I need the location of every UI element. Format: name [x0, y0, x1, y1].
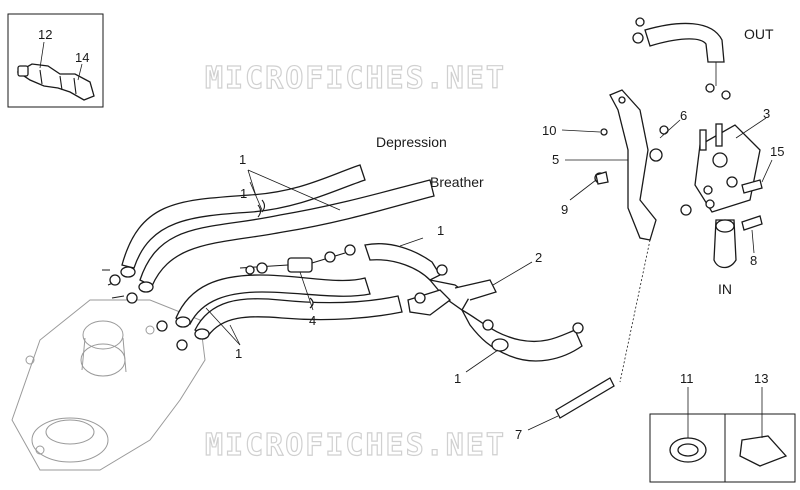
rod-and-reference [527, 239, 651, 431]
hose-lower-pair [156, 274, 403, 351]
callout-1-right: 1 [437, 223, 444, 238]
callout-14: 14 [75, 50, 89, 65]
label-in: IN [718, 281, 732, 297]
callout-1-bottom: 1 [454, 371, 461, 386]
hose-short-right [364, 243, 584, 362]
callout-2: 2 [535, 250, 542, 265]
label-out: OUT [744, 26, 774, 42]
inset-box-clip: 12 14 [7, 13, 104, 108]
fasteners [561, 117, 773, 254]
label-breather: Breather [430, 174, 484, 190]
tank-base-outline [11, 299, 206, 471]
watermark-top: MICROFICHES.NET [205, 61, 506, 96]
callout-15: 15 [770, 144, 784, 159]
callout-1-top: 1 [239, 152, 246, 167]
watermark-bottom: MICROFICHES.NET [205, 428, 506, 463]
callout-7: 7 [515, 427, 522, 442]
callout-6: 6 [680, 108, 687, 123]
hose-upper-pair [102, 164, 435, 304]
leader-lines [205, 169, 533, 373]
bracket-and-filter [594, 89, 761, 241]
callout-11: 11 [680, 371, 694, 386]
callout-13: 13 [754, 371, 768, 386]
inline-filter [239, 244, 356, 275]
callout-1-upper: 1 [240, 186, 247, 201]
callout-1-lower: 1 [235, 346, 242, 361]
callout-10: 10 [542, 123, 556, 138]
label-depression: Depression [376, 134, 447, 150]
callout-9: 9 [561, 202, 568, 217]
hose-out [632, 17, 731, 100]
callout-4: 4 [309, 313, 316, 328]
callout-12: 12 [38, 27, 52, 42]
inset-boxes-bottom [649, 387, 796, 483]
hose-in [705, 199, 737, 269]
callout-8: 8 [750, 253, 757, 268]
callout-5: 5 [552, 152, 559, 167]
callout-3: 3 [763, 106, 770, 121]
